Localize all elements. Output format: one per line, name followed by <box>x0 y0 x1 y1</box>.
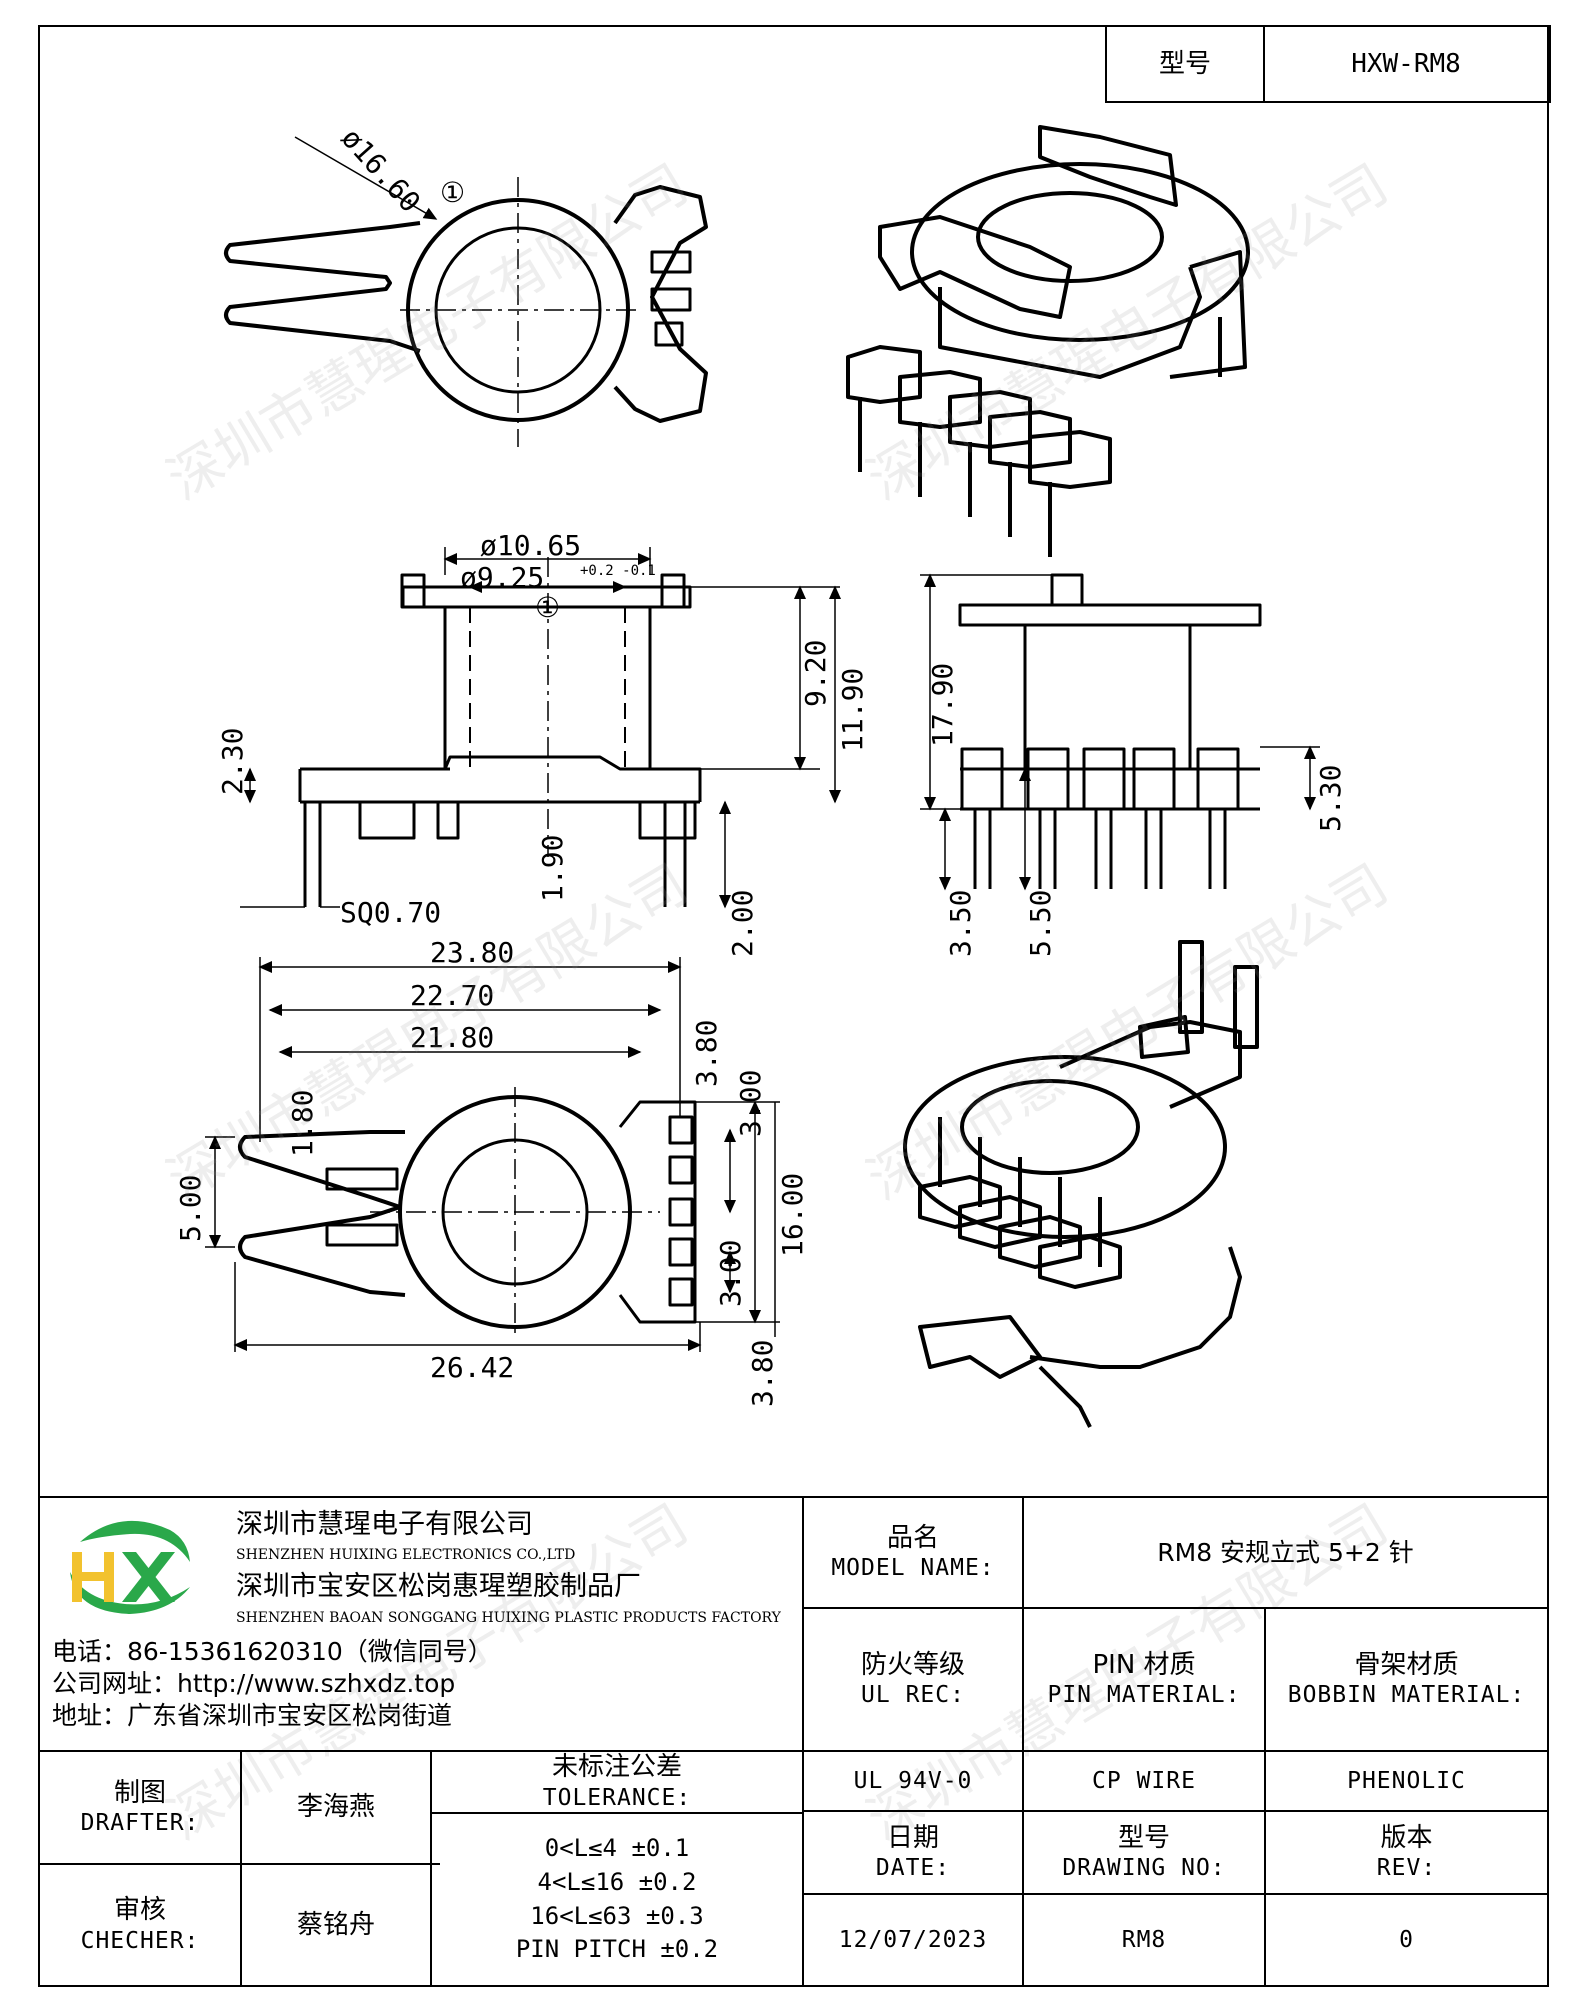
tolerance-label-en: TOLERANCE: <box>542 1784 692 1811</box>
rev-label-en: REV: <box>1376 1855 1437 1882</box>
pin-material-label: PIN 材质 PIN MATERIAL: <box>1024 1609 1264 1750</box>
rev-label: 版本 REV: <box>1266 1812 1547 1893</box>
factory-name-en: SHENZHEN BAOAN SONGGANG HUIXING PLASTIC … <box>236 1610 781 1627</box>
checker-label-cn: 审核 <box>113 1895 166 1926</box>
iso-view-bottom <box>903 940 1259 1428</box>
bobbin-material-label-cn: 骨架材质 <box>1354 1649 1459 1680</box>
tolerance-line: PIN PITCH ±0.2 <box>515 1935 719 1964</box>
dim-bottom-p3: 3.80 <box>690 1020 723 1087</box>
dim-side-base: 5.30 <box>1314 765 1347 832</box>
ul-rec-value: UL 94V-0 <box>853 1767 973 1794</box>
dim-front-d2: ø9.25 <box>460 561 544 594</box>
checker-label-en: CHECHER: <box>80 1927 200 1954</box>
dim-front-marker: ① <box>535 591 560 624</box>
ul-rec-label: 防火等级 UL REC: <box>804 1609 1022 1750</box>
dim-bottom-w1: 23.80 <box>430 936 514 969</box>
dim-bottom-p4: 3.00 <box>734 1070 767 1137</box>
header-model-label: 型号 <box>1105 25 1265 103</box>
dim-front-pin-len: 2.00 <box>726 890 759 957</box>
drawing-no-value: RM8 <box>1121 1926 1167 1953</box>
dim-top-marker: ① <box>440 176 465 209</box>
date-label-en: DATE: <box>875 1855 951 1882</box>
drawing-no-label-cn: 型号 <box>1117 1822 1170 1853</box>
company-phone: 电话：86-15361620310（微信同号） <box>52 1637 493 1667</box>
top-view <box>224 136 708 447</box>
dim-front-d2-tol: +0.2 -0.1 <box>580 563 656 579</box>
dim-bottom-p7: 3.80 <box>746 1340 779 1407</box>
drawing-sheet: 型号 HXW-RM8 <box>38 25 1551 1987</box>
tolerance-line: 16<L≤63 ±0.3 <box>530 1901 704 1930</box>
bobbin-material-value: PHENOLIC <box>1347 1767 1466 1794</box>
pin-material-label-cn: PIN 材质 <box>1092 1649 1196 1680</box>
ul-rec-label-cn: 防火等级 <box>860 1649 965 1680</box>
dim-bottom-w4: 26.42 <box>430 1351 514 1384</box>
tolerance-line: 4<L≤16 ±0.2 <box>537 1867 697 1896</box>
factory-name-cn: 深圳市宝安区松岗惠瑆塑胶制品厂 <box>236 1571 641 1603</box>
technical-drawing: ø16.60 ① ø10.65 ø9.25 +0.2 -0.1 ① 9.20 1… <box>174 122 1347 1428</box>
ul-rec-label-en: UL REC: <box>861 1682 965 1709</box>
drafter-label: 制图 DRAFTER: <box>40 1752 240 1863</box>
model-name-label-en: MODEL NAME: <box>831 1555 995 1582</box>
drafter-name: 李海燕 <box>296 1792 375 1823</box>
model-name-label-cn: 品名 <box>886 1522 939 1553</box>
dim-side-height: 17.90 <box>926 663 959 747</box>
header-model-value-text: HXW-RM8 <box>1351 48 1461 79</box>
dim-bottom-p6: 3.00 <box>714 1240 747 1307</box>
dim-bottom-w2: 22.70 <box>410 979 494 1012</box>
dim-bottom-w3: 21.80 <box>410 1021 494 1054</box>
tolerance-label-cn: 未标注公差 <box>551 1752 682 1783</box>
date-label: 日期 DATE: <box>804 1812 1022 1893</box>
pin-material-value: CP WIRE <box>1092 1767 1196 1794</box>
dim-front-h-total: 11.90 <box>836 668 869 752</box>
dim-front-pin-sq: SQ0.70 <box>340 896 441 929</box>
company-logo <box>50 1512 200 1620</box>
dim-top-outer-dia: ø16.60 <box>335 122 427 219</box>
rev-label-cn: 版本 <box>1380 1822 1433 1853</box>
dim-side-pin-b: 5.50 <box>1024 890 1057 957</box>
bobbin-material-label-en: BOBBIN MATERIAL: <box>1287 1682 1526 1709</box>
dim-front-h-inner: 9.20 <box>799 640 832 707</box>
model-name-value: RM8 安规立式 5+2 针 <box>1157 1537 1414 1567</box>
checker-name: 蔡铭舟 <box>296 1909 375 1940</box>
model-name-label: 品名 MODEL NAME: <box>804 1498 1022 1607</box>
bobbin-material-label: 骨架材质 BOBBIN MATERIAL: <box>1266 1609 1547 1750</box>
company-address: 地址：广东省深圳市宝安区松岗街道 <box>52 1701 453 1731</box>
rev-value: 0 <box>1399 1926 1414 1953</box>
header-model-value: HXW-RM8 <box>1263 25 1551 103</box>
dim-side-pin-a: 3.50 <box>944 890 977 957</box>
dim-front-flange: 2.30 <box>216 728 249 795</box>
drafter-label-cn: 制图 <box>113 1777 166 1808</box>
drawing-no-label: 型号 DRAWING NO: <box>1024 1812 1264 1893</box>
side-view <box>920 573 1320 891</box>
bottom-view <box>205 957 780 1352</box>
checker-label: 审核 CHECHER: <box>40 1865 240 1985</box>
drafter-label-en: DRAFTER: <box>80 1810 200 1837</box>
drawing-no-label-en: DRAWING NO: <box>1062 1855 1226 1882</box>
tolerance-label: 未标注公差 TOLERANCE: <box>432 1752 802 1812</box>
front-view <box>240 547 841 909</box>
date-value: 12/07/2023 <box>838 1926 988 1953</box>
pin-material-label-en: PIN MATERIAL: <box>1047 1682 1241 1709</box>
tolerance-list: 0<L≤4 ±0.1 4<L≤16 ±0.2 16<L≤63 ±0.3 PIN … <box>432 1814 802 1985</box>
company-name-cn: 深圳市慧瑆电子有限公司 <box>236 1509 533 1541</box>
header-model-label-text: 型号 <box>1158 48 1211 79</box>
iso-view-top <box>846 125 1250 557</box>
dim-front-base: 1.90 <box>536 835 569 902</box>
tolerance-line: 0<L≤4 ±0.1 <box>544 1834 690 1863</box>
date-label-cn: 日期 <box>886 1822 939 1853</box>
dim-front-d1: ø10.65 <box>480 529 581 562</box>
dim-bottom-p2: 5.00 <box>174 1175 207 1242</box>
company-website: 公司网址：http://www.szhxdz.top <box>52 1669 456 1699</box>
company-name-en: SHENZHEN HUIXING ELECTRONICS CO.,LTD <box>236 1547 576 1564</box>
dim-bottom-p1: 1.80 <box>286 1090 319 1157</box>
dim-bottom-p5: 16.00 <box>776 1173 809 1257</box>
